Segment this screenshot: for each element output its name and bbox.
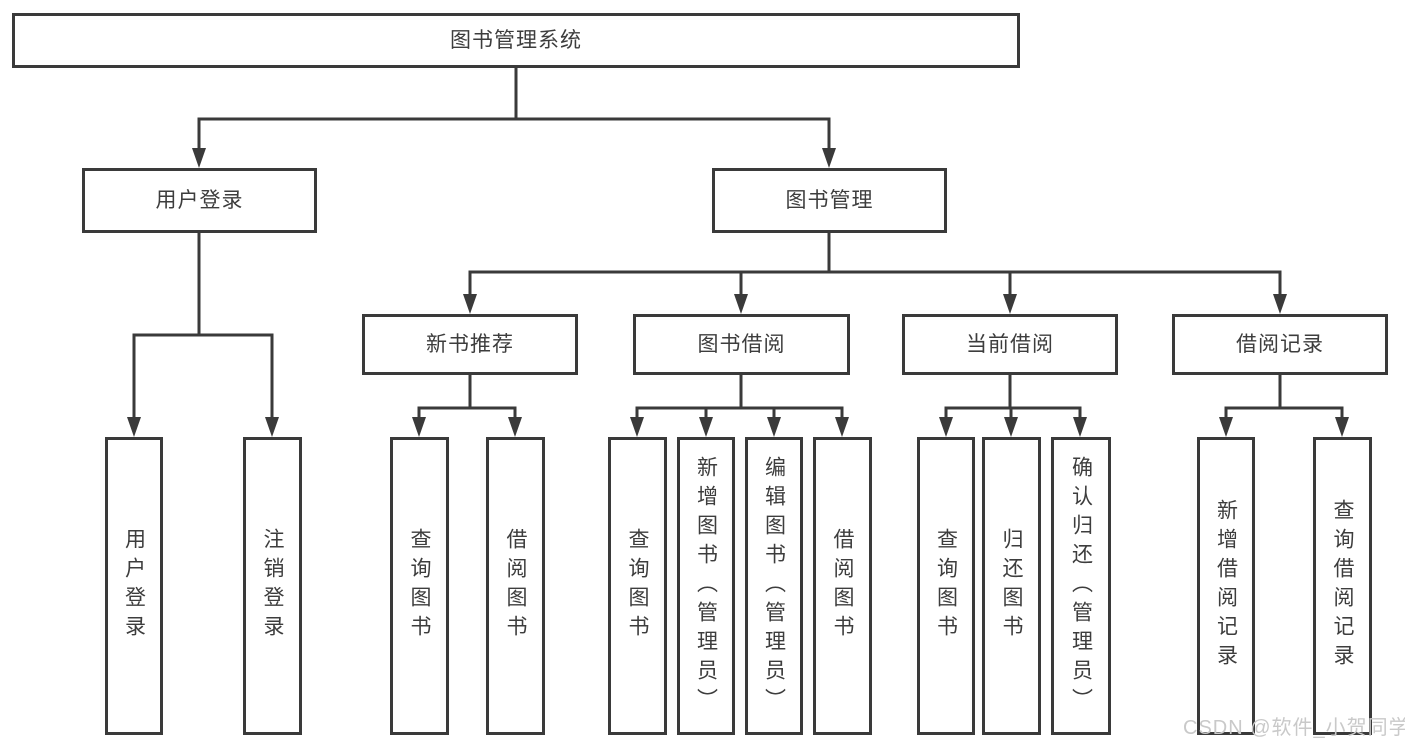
leaf-borrow-query-books: 查询图书 — [608, 437, 667, 735]
leaf-current-confirm-return-admin: 确认归还（管理员） — [1051, 437, 1111, 735]
connector-user-login — [132, 233, 274, 421]
leaf-borrow-add-books-admin: 新增图书（管理员） — [677, 437, 735, 735]
csdn-watermark: CSDN @软件_小贺同学 — [1183, 717, 1405, 739]
node-new-book-recommend: 新书推荐 — [362, 314, 578, 375]
leaf-borrow-borrow-books: 借阅图书 — [813, 437, 872, 735]
node-current-borrow: 当前借阅 — [902, 314, 1118, 375]
leaf-recommend-query-books: 查询图书 — [390, 437, 449, 735]
node-borrow-records: 借阅记录 — [1172, 314, 1388, 375]
leaf-logout: 注销登录 — [243, 437, 302, 735]
leaf-records-add-borrow-record: 新增借阅记录 — [1197, 437, 1255, 735]
leaf-user-login: 用户登录 — [105, 437, 163, 735]
leaf-current-query-books: 查询图书 — [917, 437, 975, 735]
connector-new-book-recommend — [417, 375, 517, 421]
arrowheads — [127, 148, 1349, 437]
node-root-library-system: 图书管理系统 — [12, 13, 1020, 68]
leaf-records-query-borrow-record: 查询借阅记录 — [1313, 437, 1372, 735]
connector-borrow-records — [1224, 375, 1344, 421]
leaf-borrow-edit-books-admin: 编辑图书（管理员） — [745, 437, 803, 735]
leaf-recommend-borrow-books: 借阅图书 — [486, 437, 545, 735]
connector-root — [197, 68, 831, 152]
node-book-borrow: 图书借阅 — [633, 314, 850, 375]
connector-book-borrow — [635, 375, 844, 421]
node-user-login: 用户登录 — [82, 168, 317, 233]
node-book-management: 图书管理 — [712, 168, 947, 233]
connector-current-borrow — [944, 375, 1082, 421]
connector-book-management — [468, 233, 1282, 298]
leaf-current-return-books: 归还图书 — [982, 437, 1041, 735]
